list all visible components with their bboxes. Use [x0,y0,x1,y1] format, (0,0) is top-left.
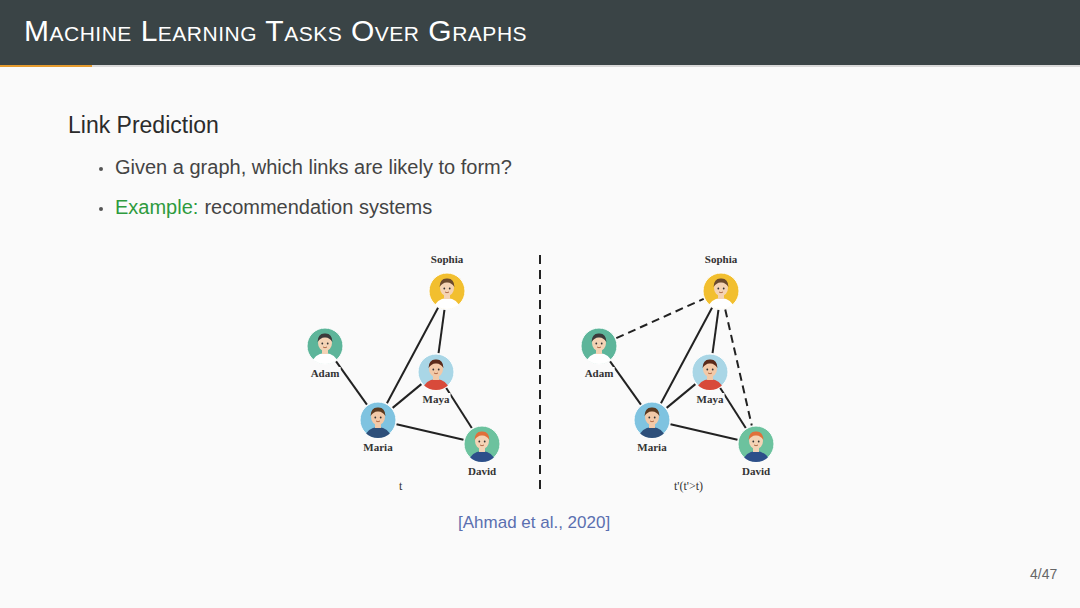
accent-rule [0,65,92,67]
avatar-icon [580,327,618,365]
person-node: David [463,425,501,463]
person-node: Sophia [702,272,740,310]
graph-link [393,384,422,408]
avatar-icon [737,425,775,463]
person-node: David [737,425,775,463]
header-rule [0,65,1080,67]
avatar-icon [702,272,740,310]
person-name: Maria [362,441,393,453]
person-node: Maria [359,401,397,439]
dashed-separator [539,255,541,490]
slide-title: Machine Learning Tasks Over Graphs [24,14,527,48]
bullet [99,207,103,211]
person-node: Sophia [428,272,466,310]
bullet-text: Given a graph, which links are likely to… [115,156,512,179]
person-name: Adam [584,367,615,379]
avatar-icon [428,272,466,310]
graph-link [439,310,445,353]
person-name: David [741,465,771,477]
person-node: Adam [306,327,344,365]
graph-link [713,310,719,353]
time-label: t [399,479,402,494]
person-name: David [467,465,497,477]
avatar-icon [633,401,671,439]
section-heading: Link Prediction [68,112,219,139]
bullet [99,167,103,171]
person-name: Maya [696,393,725,405]
avatar-icon [306,327,344,365]
person-name: Maya [422,393,451,405]
graph-link [336,361,367,404]
graph-link [397,424,464,439]
graph-link [671,424,738,439]
avatar-icon [417,353,455,391]
bullet-text: recommendation systems [204,196,432,219]
person-name: Sophia [430,253,464,265]
person-name: Sophia [704,253,738,265]
person-name: Adam [310,367,341,379]
avatar-icon [463,425,501,463]
page-number: 4/47 [1030,566,1057,582]
time-label: t'(t'>t) [674,479,703,494]
avatar-icon [359,401,397,439]
citation: [Ahmad et al., 2020] [458,513,610,533]
person-node: Maria [633,401,671,439]
person-node: Adam [580,327,618,365]
predicted-link [725,310,752,426]
graph-link [610,361,641,404]
person-node: Maya [417,353,455,391]
graph-link [667,384,696,408]
person-name: Maria [636,441,667,453]
avatar-icon [691,353,729,391]
person-node: Maya [691,353,729,391]
predicted-link [616,299,703,338]
bullet-keyword: Example: [115,196,198,219]
